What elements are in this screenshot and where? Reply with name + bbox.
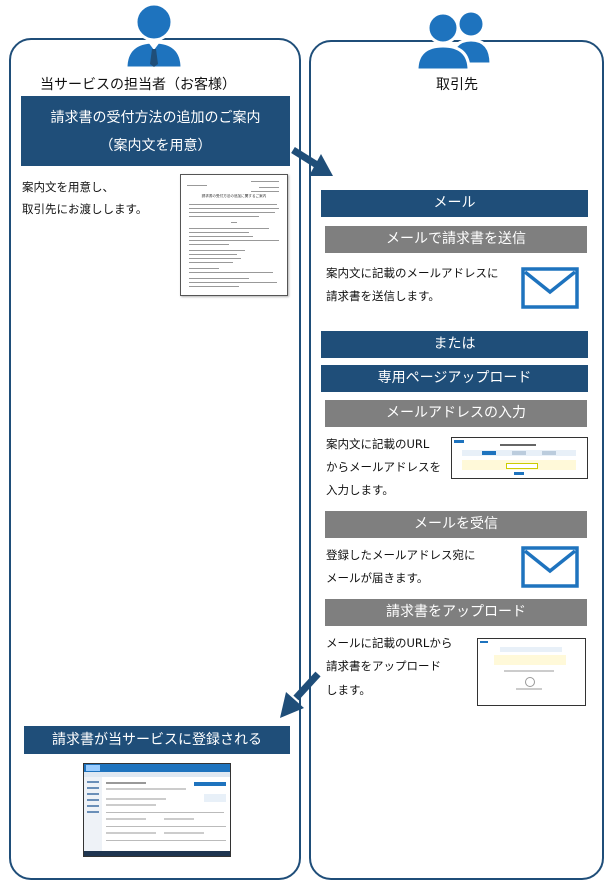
service-screenshot bbox=[83, 763, 231, 857]
step3-desc-line1: メールに記載のURLから bbox=[326, 636, 453, 650]
step1-desc-line1: 案内文に記載のURL bbox=[326, 437, 430, 451]
mail-send-desc-line2: 請求書を送信します。 bbox=[326, 289, 440, 303]
step3-desc-line3: します。 bbox=[326, 683, 371, 697]
step1-label: メールアドレスの入力 bbox=[325, 400, 587, 427]
guide-desc-line1: 案内文を用意し、 bbox=[22, 180, 114, 194]
customer-title: 当サービスの担当者（お客様） bbox=[40, 77, 236, 93]
guide-desc-line2: 取引先にお渡しします。 bbox=[22, 202, 148, 216]
mail-header: メール bbox=[321, 190, 588, 217]
partner-title: 取引先 bbox=[436, 77, 478, 93]
envelope-icon bbox=[521, 267, 579, 309]
person-icon bbox=[124, 2, 184, 68]
envelope-icon bbox=[521, 546, 579, 588]
upload-page-screenshot bbox=[477, 638, 586, 706]
email-entry-screenshot bbox=[451, 437, 588, 479]
step1-desc-line2: からメールアドレスを bbox=[326, 460, 441, 474]
arrow-icon bbox=[291, 147, 333, 176]
mail-send-label: メールで請求書を送信 bbox=[325, 226, 587, 253]
registered-label: 請求書が当サービスに登録される bbox=[24, 726, 290, 754]
step3-desc-line2: 請求書をアップロード bbox=[326, 659, 441, 673]
guide-document-title: 請求書の受付方法の追加に関するご案内 bbox=[201, 194, 267, 198]
guide-header-line2: （案内文を用意） bbox=[99, 138, 212, 154]
people-icon bbox=[415, 9, 493, 70]
step2-desc-line1: 登録したメールアドレス宛に bbox=[326, 548, 476, 562]
guide-header: 請求書の受付方法の追加のご案内 （案内文を用意） bbox=[21, 96, 290, 166]
guide-header-line1: 請求書の受付方法の追加のご案内 bbox=[50, 110, 261, 126]
upload-header: 専用ページアップロード bbox=[321, 365, 588, 392]
step1-desc-line3: 入力します。 bbox=[326, 483, 394, 497]
guide-document-thumbnail: 請求書の受付方法の追加に関するご案内 bbox=[180, 174, 288, 296]
step2-desc-line2: メールが届きます。 bbox=[326, 571, 429, 585]
arrow-icon bbox=[280, 671, 321, 718]
mail-send-desc-line1: 案内文に記載のメールアドレスに bbox=[326, 266, 499, 280]
step3-label: 請求書をアップロード bbox=[325, 599, 587, 626]
or-label: または bbox=[321, 331, 588, 358]
step2-label: メールを受信 bbox=[325, 511, 587, 538]
